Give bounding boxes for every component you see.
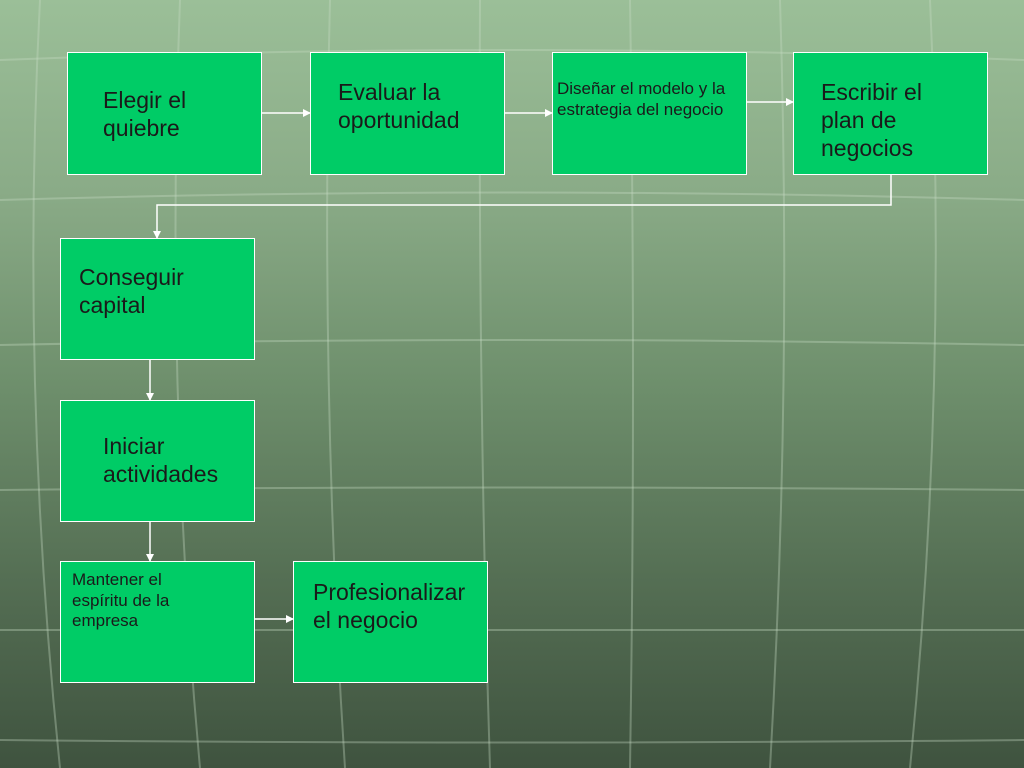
step-mantener-espiritu: Mantener el espíritu de la empresa — [60, 561, 255, 683]
step-evaluar-oportunidad: Evaluar la oportunidad — [310, 52, 505, 175]
step-disenar-modelo: Diseñar el modelo y la estrategia del ne… — [552, 52, 747, 175]
step-conseguir-capital: Conseguir capital — [60, 238, 255, 360]
step-label: Evaluar la oportunidad — [338, 79, 460, 134]
step-label: Elegir el quiebre — [103, 87, 187, 142]
connector-escribir-conseguir — [153, 175, 892, 239]
step-escribir-plan: Escribir el plan de negocios — [793, 52, 988, 175]
step-label: Escribir el plan de negocios — [821, 79, 922, 162]
step-label: Iniciar actividades — [103, 433, 219, 488]
step-iniciar-actividades: Iniciar actividades — [60, 400, 255, 522]
step-label: Profesionalizar el negocio — [313, 579, 466, 634]
step-elegir-quiebre: Elegir el quiebre — [67, 52, 262, 175]
step-label: Diseñar el modelo y la estrategia del ne… — [557, 79, 726, 119]
step-label: Mantener el espíritu de la empresa — [72, 570, 170, 631]
step-profesionalizar-negocio: Profesionalizar el negocio — [293, 561, 488, 683]
step-label: Conseguir capital — [79, 264, 184, 319]
